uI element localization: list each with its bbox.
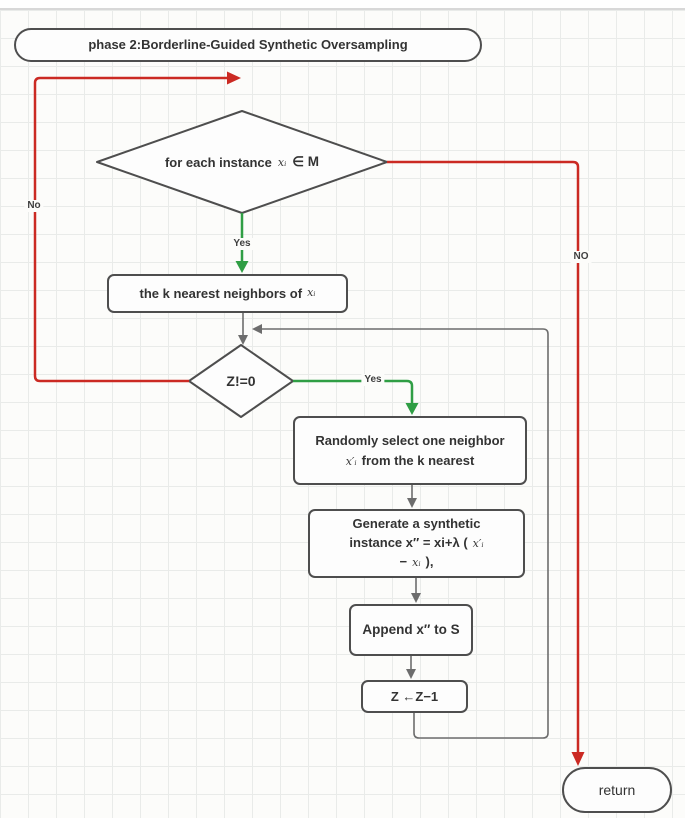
- append-label: Append x″ to S: [362, 621, 460, 637]
- return-label: return: [598, 781, 636, 798]
- generate-line1-row: Generate a synthetic: [353, 515, 481, 534]
- select-line1: Randomly select one neighbor: [315, 433, 505, 448]
- z-condition-label: Z!=0: [226, 373, 256, 389]
- loop-condition-math: xᵢ: [277, 155, 287, 169]
- label-yes-loop: Yes: [230, 238, 254, 250]
- generate-line2-row: instance x″ = xi+λ ( x′ᵢ: [349, 534, 483, 553]
- select-line2-row: x′ᵢ from the k nearest: [346, 451, 475, 471]
- node-generate: Generate a synthetic instance x″ = xi+λ …: [308, 509, 525, 578]
- node-knn: the k nearest neighbors of xᵢ: [107, 274, 348, 313]
- generate-line3-row: − xᵢ ),: [400, 553, 434, 572]
- generate-line2: instance x″ = xi+λ (: [349, 535, 468, 551]
- select-line1-row: Randomly select one neighbor: [315, 431, 504, 451]
- label-no-left: No: [24, 200, 44, 212]
- node-return: return: [562, 767, 672, 813]
- node-append: Append x″ to S: [349, 604, 473, 656]
- node-start: phase 2:Borderline-Guided Synthetic Over…: [14, 28, 482, 62]
- loop-condition-text: for each instance: [164, 154, 272, 170]
- select-line2: from the k nearest: [361, 452, 475, 468]
- decrement-label: Z ←Z−1: [390, 688, 439, 704]
- diamond-loop-text: for each instance xᵢ ∈ M: [97, 111, 387, 213]
- top-edge-band: [0, 0, 685, 10]
- knn-text: the k nearest neighbors of: [139, 285, 303, 301]
- label-yes-z: Yes: [361, 374, 385, 386]
- loop-condition-suffix: ∈ M: [292, 154, 320, 169]
- node-select-neighbor: Randomly select one neighbor x′ᵢ from th…: [293, 416, 527, 485]
- select-math: x′ᵢ: [345, 454, 357, 468]
- generate-line3-pre: −: [399, 553, 408, 569]
- start-label: phase 2:Borderline-Guided Synthetic Over…: [88, 37, 408, 53]
- generate-line3-math: xᵢ: [412, 555, 421, 569]
- generate-line2-math: x′ᵢ: [472, 537, 484, 551]
- generate-line1: Generate a synthetic: [352, 516, 481, 532]
- diamond-z-text: Z!=0: [189, 345, 293, 417]
- node-decrement: Z ←Z−1: [361, 680, 468, 713]
- generate-line3-post: ),: [425, 553, 434, 569]
- label-no-right: NO: [570, 251, 592, 263]
- knn-math: xᵢ: [307, 286, 316, 300]
